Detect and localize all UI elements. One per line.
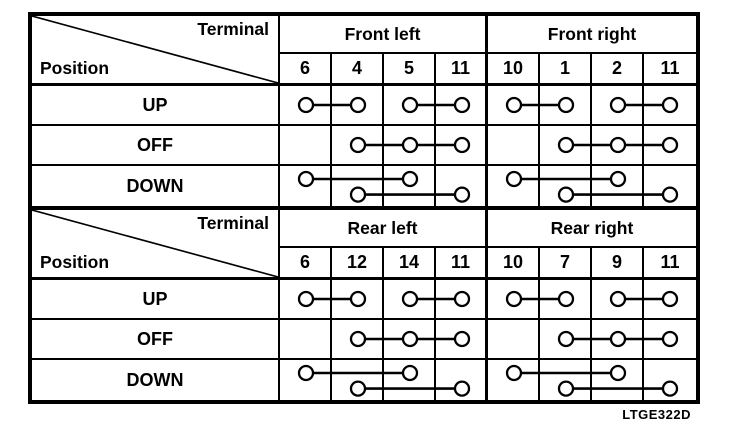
terminal-header: 1 (540, 54, 592, 86)
position-label-up: UP (32, 86, 280, 126)
terminal-header: 5 (384, 54, 436, 86)
continuity-table-front: Terminal Position Front left Front right… (32, 16, 696, 210)
terminal-header: 4 (332, 54, 384, 86)
terminal-header: 11 (436, 54, 488, 86)
position-label-off: OFF (32, 126, 280, 166)
group-header-front-left: Front left (280, 16, 488, 54)
connection-cell-rear-right-off (488, 320, 696, 360)
connection-cell-front-left-down (280, 166, 488, 206)
terminal-header: 11 (436, 248, 488, 280)
corner-position-label: Position (40, 252, 110, 272)
connection-cell-front-right-up (488, 86, 696, 126)
connection-cell-front-left-up (280, 86, 488, 126)
connection-cell-rear-right-down (488, 360, 696, 400)
connection-cell-front-left-off (280, 126, 488, 166)
group-header-front-right: Front right (488, 16, 696, 54)
terminal-header: 9 (592, 248, 644, 280)
diagonal-line (32, 210, 278, 277)
corner-position-label: Position (40, 58, 110, 78)
terminal-header: 6 (280, 248, 332, 280)
continuity-tables: Terminal Position Front left Front right… (28, 12, 700, 404)
terminal-header: 10 (488, 54, 540, 86)
connection-cell-front-right-off (488, 126, 696, 166)
corner-cell: Terminal Position (32, 16, 280, 86)
continuity-table-rear: Terminal Position Rear left Rear right 6… (32, 210, 696, 400)
terminal-header: 11 (644, 54, 696, 86)
corner-terminal-label: Terminal (197, 19, 269, 39)
connection-cell-rear-left-up (280, 280, 488, 320)
terminal-header: 14 (384, 248, 436, 280)
figure-code: LTGE322D (622, 407, 691, 422)
terminal-header: 2 (592, 54, 644, 86)
position-label-off: OFF (32, 320, 280, 360)
position-label-down: DOWN (32, 166, 280, 206)
connection-cell-rear-left-off (280, 320, 488, 360)
corner-cell: Terminal Position (32, 210, 280, 280)
connection-cell-rear-right-up (488, 280, 696, 320)
diagonal-line (32, 16, 278, 83)
group-header-rear-right: Rear right (488, 210, 696, 248)
terminal-header: 12 (332, 248, 384, 280)
position-label-down: DOWN (32, 360, 280, 400)
connection-cell-front-right-down (488, 166, 696, 206)
terminal-header: 6 (280, 54, 332, 86)
group-header-rear-left: Rear left (280, 210, 488, 248)
terminal-header: 10 (488, 248, 540, 280)
terminal-header: 7 (540, 248, 592, 280)
position-label-up: UP (32, 280, 280, 320)
connection-cell-rear-left-down (280, 360, 488, 400)
terminal-header: 11 (644, 248, 696, 280)
corner-terminal-label: Terminal (197, 213, 269, 233)
